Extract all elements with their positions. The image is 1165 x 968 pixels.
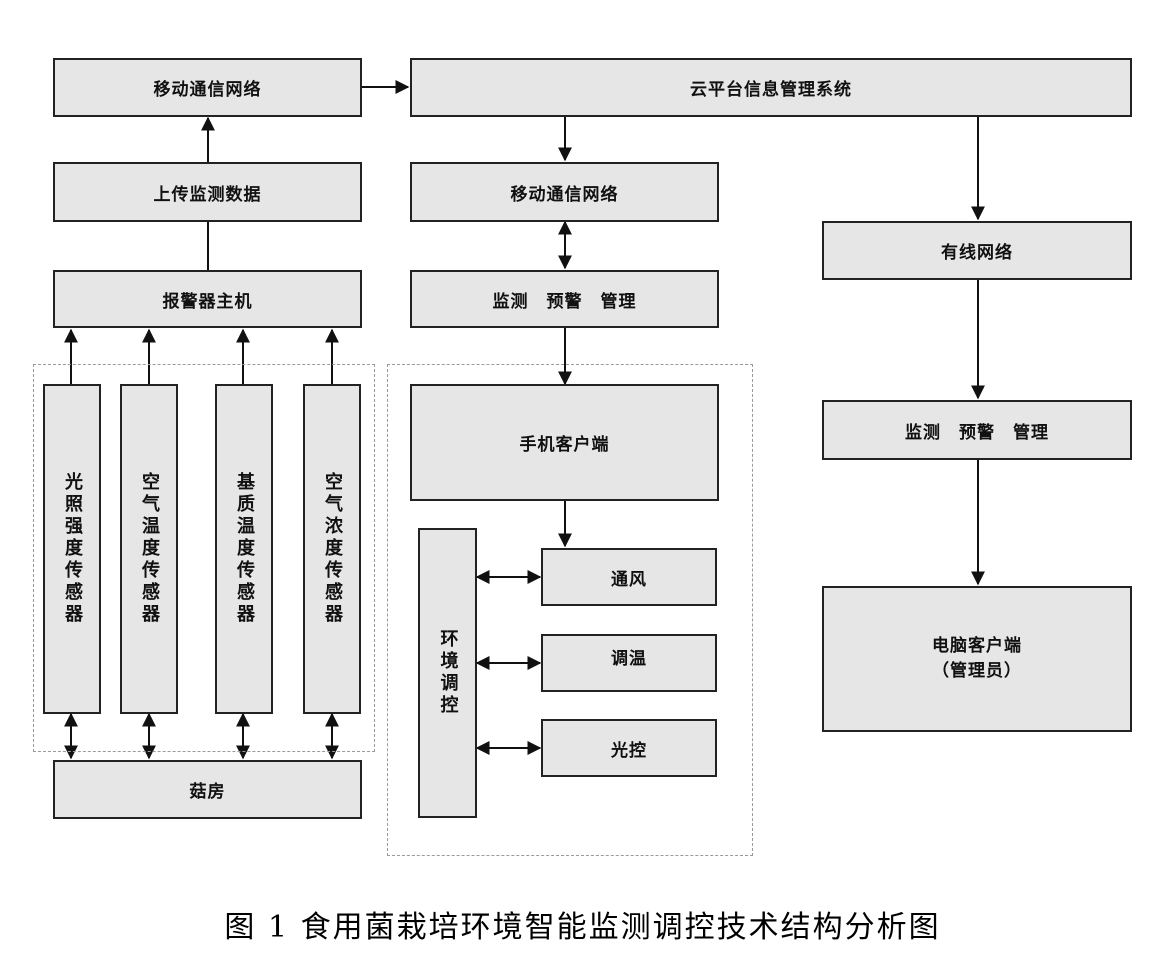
phone-client-box: 手机客户端 <box>410 384 719 501</box>
sensor-air-concentration-box: 空气浓度传感器 <box>303 384 361 714</box>
env-control-label: 环境调控 <box>437 629 459 717</box>
sensor-substrate-temp-box: 基质温度传感器 <box>215 384 273 714</box>
right-monitor-box: 监测 预警 管理 <box>822 400 1132 460</box>
mid-monitor-box: 监测 预警 管理 <box>410 270 719 328</box>
wired-network-box: 有线网络 <box>822 221 1132 280</box>
sensor-light-label: 光照强度传感器 <box>62 472 83 626</box>
sensor-air-temp-box: 空气温度传感器 <box>120 384 178 714</box>
cloud-platform-box: 云平台信息管理系统 <box>410 58 1132 117</box>
env-control-box: 环境调控 <box>418 528 477 818</box>
phone-control-group-frame <box>387 364 753 856</box>
upload-data-box: 上传监测数据 <box>53 162 362 222</box>
mushroom-room-box: 菇房 <box>53 760 362 819</box>
alarm-host-box: 报警器主机 <box>53 270 362 328</box>
light-control-box: 光控 <box>541 719 717 777</box>
sensor-air-temp-label: 空气温度传感器 <box>139 472 160 626</box>
ventilation-box: 通风 <box>541 548 717 606</box>
sensor-air-concentration-label: 空气浓度传感器 <box>322 472 343 626</box>
pc-client-box: 电脑客户端 （管理员） <box>822 586 1132 732</box>
figure-caption: 图 1 食用菌栽培环境智能监测调控技术结构分析图 <box>224 910 941 945</box>
sensor-substrate-temp-label: 基质温度传感器 <box>234 472 255 626</box>
sensor-group-frame <box>33 364 375 752</box>
temperature-control-box: 调温 <box>541 634 717 692</box>
sensor-light-box: 光照强度传感器 <box>43 384 101 714</box>
top-mobile-network-box: 移动通信网络 <box>53 58 362 117</box>
mid-mobile-network-box: 移动通信网络 <box>410 162 719 222</box>
